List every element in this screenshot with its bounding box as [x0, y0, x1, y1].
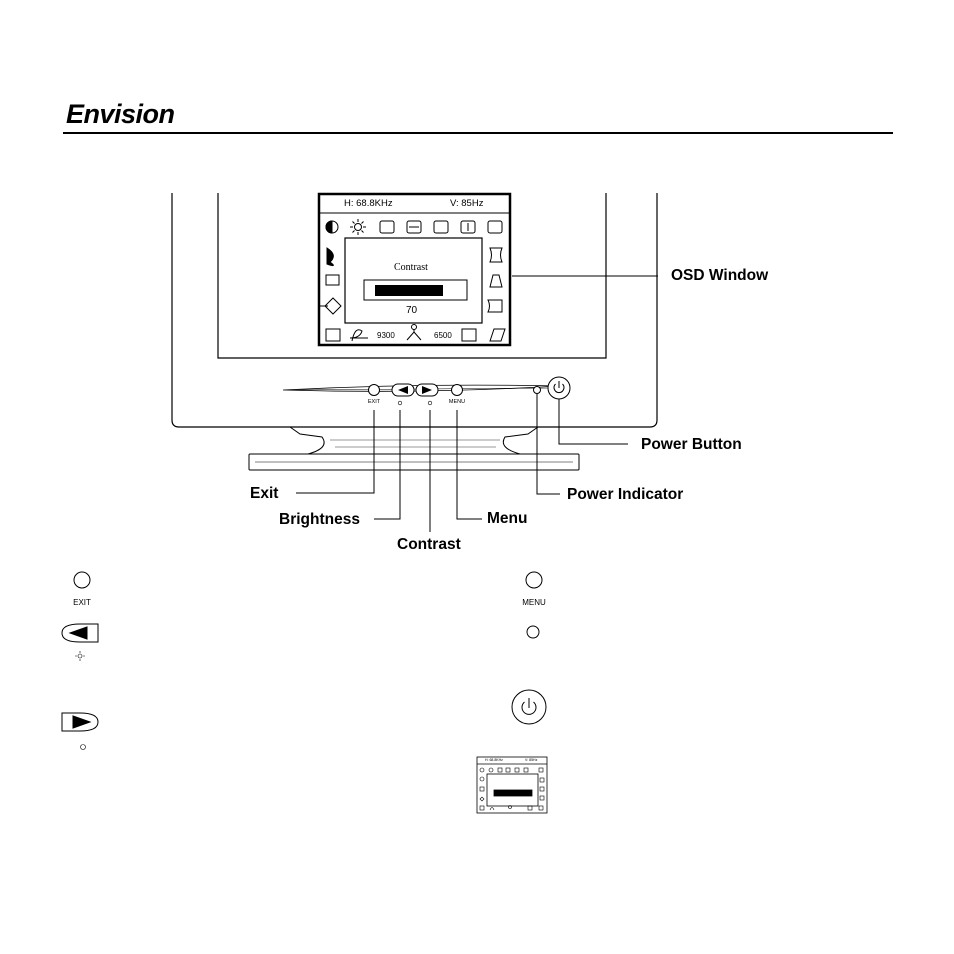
degauss-icon	[326, 247, 334, 267]
callout-power-button: Power Button	[641, 436, 742, 453]
callout-power-indicator: Power Indicator	[567, 486, 684, 503]
osd-h-frequency: H: 68.8KHz	[344, 198, 393, 209]
osd-preset-6500: 6500	[434, 331, 452, 340]
thumb-h-frequency: H: 68.8KHz	[485, 758, 503, 762]
legend-osd-thumbnail	[476, 756, 548, 814]
color-reset-icon	[461, 328, 477, 342]
panel-menu-label: MENU	[448, 399, 466, 405]
legend-contrast-icon	[80, 744, 86, 750]
panel-power-indicator	[533, 386, 541, 394]
thumb-v-frequency: V: 85Hz	[525, 758, 538, 762]
rotation-icon	[349, 329, 368, 342]
callout-contrast: Contrast	[397, 536, 461, 553]
panel-menu-button	[451, 384, 463, 396]
legend-power-indicator-icon	[526, 625, 540, 639]
legend-menu-button-icon	[525, 571, 543, 589]
legend-brightness-icon	[75, 651, 85, 661]
panel-contrast-icon	[427, 400, 433, 406]
legend-menu-label: MENU	[522, 598, 546, 607]
callout-exit: Exit	[250, 485, 279, 502]
brightness-icon	[350, 219, 366, 235]
callout-menu: Menu	[487, 510, 528, 527]
h-size-icon	[406, 220, 422, 234]
h-position-icon	[379, 220, 395, 234]
osd-item-title: Contrast	[394, 262, 428, 273]
callout-osd-window: OSD Window	[671, 267, 769, 284]
moire-icon	[325, 328, 341, 342]
legend-icons	[61, 571, 547, 750]
panel-exit-label: EXIT	[367, 399, 381, 405]
tilt-icon	[489, 328, 506, 342]
header-rule	[63, 132, 893, 134]
recall-icon	[324, 297, 342, 315]
callout-brightness: Brightness	[279, 511, 360, 528]
v-position-icon	[433, 220, 449, 234]
parallelogram-icon	[487, 299, 503, 313]
zoom-icon	[487, 220, 503, 234]
panel-buttons	[368, 376, 571, 400]
exit-icon	[325, 274, 340, 286]
legend-exit-label: EXIT	[73, 598, 91, 607]
monitor-stand	[248, 426, 580, 471]
trapezoid-icon	[489, 274, 503, 288]
panel-brightness-icon	[397, 400, 403, 406]
osd-v-frequency: V: 85Hz	[450, 198, 484, 209]
osd-window	[317, 192, 512, 347]
osd-item-value: 70	[406, 305, 418, 316]
leader-lines	[296, 275, 658, 532]
v-size-icon	[460, 220, 476, 234]
pincushion-icon	[489, 247, 503, 263]
brand-logo: Envision	[66, 99, 175, 129]
osd-preset-9300: 9300	[377, 331, 395, 340]
panel-exit-button	[368, 384, 380, 396]
legend-exit-button-icon	[73, 571, 91, 589]
osd-level-bar	[375, 285, 443, 296]
